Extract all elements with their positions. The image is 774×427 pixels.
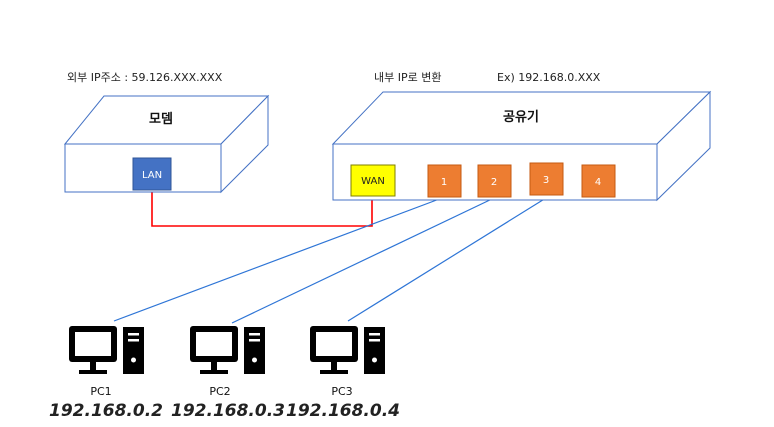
- pc-3: PC3 192.168.0.4: [286, 326, 400, 421]
- internal-ip-example: Ex) 192.168.0.XXX: [497, 71, 601, 84]
- lan-cable: [151, 192, 373, 227]
- router-wan-port[interactable]: [350, 164, 396, 197]
- router-port-4-label: 4: [595, 177, 601, 188]
- external-ip-note: 외부 IP주소 : 59.126.XXX.XXX: [67, 71, 223, 84]
- router-port-1[interactable]: [427, 164, 462, 198]
- pc-3-name: PC3: [331, 385, 352, 398]
- router-title: 공유기: [503, 110, 539, 125]
- internal-ip-note: 내부 IP로 변환: [374, 71, 441, 84]
- pc-1: PC1 192.168.0.2: [49, 326, 163, 421]
- modem-lan-port[interactable]: [132, 157, 172, 191]
- router-port-3-label: 3: [543, 175, 549, 186]
- router-port-2[interactable]: [477, 164, 512, 198]
- router-port-1-label: 1: [441, 177, 447, 188]
- modem-box: 모뎀 LAN: [63, 94, 270, 194]
- pc-1-ip: 192.168.0.2: [49, 401, 163, 421]
- desktop-computer-icon: [190, 326, 265, 374]
- router-port-4[interactable]: [581, 164, 616, 198]
- pc-2-name: PC2: [209, 385, 230, 398]
- lan-port-label: LAN: [142, 170, 162, 181]
- pc-2-ip: 192.168.0.3: [171, 401, 285, 421]
- desktop-computer-icon: [69, 326, 144, 374]
- pc-cable-2: [231, 197, 495, 324]
- router-box: 공유기 WAN 1 2 3 4: [331, 90, 712, 202]
- wan-port-label: WAN: [361, 176, 385, 187]
- router-port-2-label: 2: [491, 177, 497, 188]
- pc-2: PC2 192.168.0.3: [171, 326, 285, 421]
- pc-cable-1: [113, 197, 443, 322]
- desktop-computer-icon: [310, 326, 385, 374]
- pc-cable-3: [347, 197, 547, 322]
- pc-3-ip: 192.168.0.4: [286, 401, 400, 421]
- pc-1-name: PC1: [90, 385, 111, 398]
- modem-title: 모뎀: [149, 112, 173, 127]
- router-port-3[interactable]: [529, 162, 564, 196]
